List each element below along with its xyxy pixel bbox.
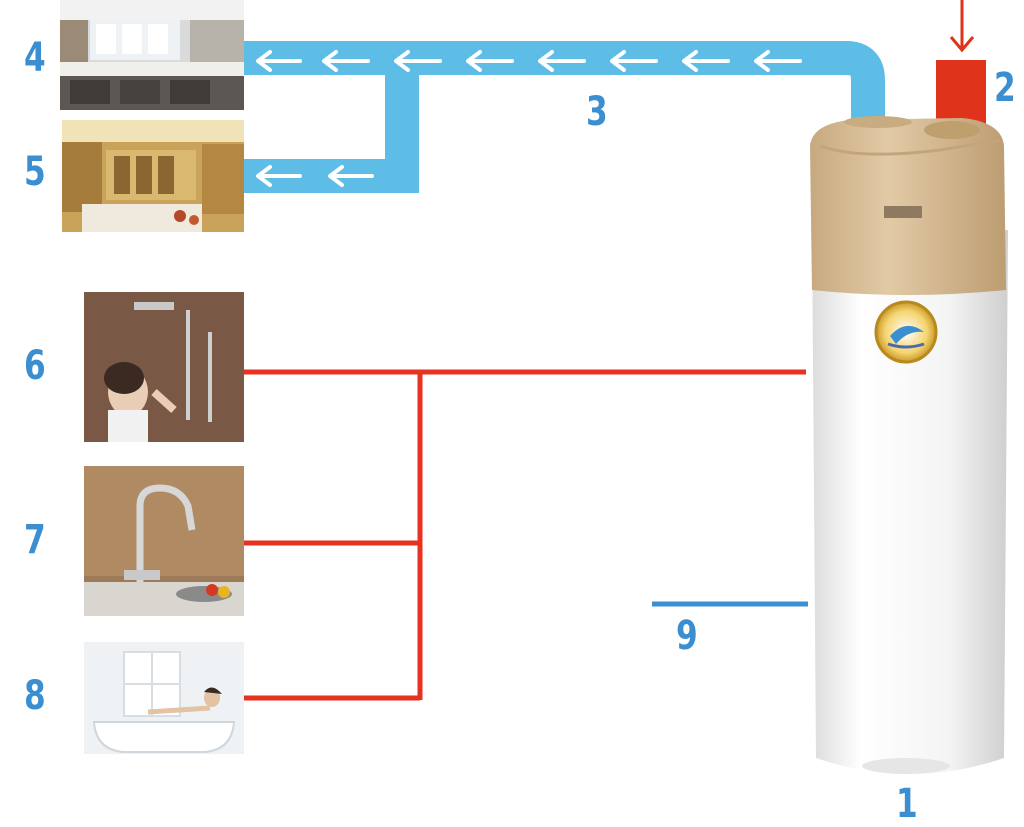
hot-water-lines <box>244 369 806 701</box>
arrow-icon <box>682 50 730 72</box>
label-pipe: 3 <box>586 89 608 135</box>
label-shower: 6 <box>24 343 46 389</box>
heat-pump-water-heater-icon <box>810 116 1008 774</box>
arrow-icon <box>256 50 302 72</box>
arrow-icon <box>394 50 442 72</box>
label-faucet: 7 <box>24 517 46 563</box>
arrow-icon <box>466 50 514 72</box>
arrow-icon <box>754 50 802 72</box>
label-cold-water: 9 <box>676 613 698 659</box>
faucet-photo <box>84 466 244 616</box>
label-heater: 1 <box>896 781 918 827</box>
brand-badge-icon <box>874 300 938 364</box>
living-room-photo <box>62 120 244 232</box>
bathtub-photo <box>84 642 244 754</box>
flow-arrows <box>256 50 802 187</box>
down-arrow-icon <box>949 0 975 53</box>
arrow-icon <box>322 50 370 72</box>
label-living-room: 5 <box>24 149 46 195</box>
arrow-icon <box>328 165 374 187</box>
arrow-icon <box>256 165 302 187</box>
arrow-icon <box>610 50 658 72</box>
kitchen-photo <box>60 0 244 110</box>
label-kitchen: 4 <box>24 35 46 81</box>
inlet-block <box>936 0 986 124</box>
loop-pipe <box>244 41 885 193</box>
arrow-icon <box>538 50 586 72</box>
label-inlet: 2 <box>994 65 1016 111</box>
label-bathtub: 8 <box>24 673 46 719</box>
shower-photo <box>84 292 244 442</box>
